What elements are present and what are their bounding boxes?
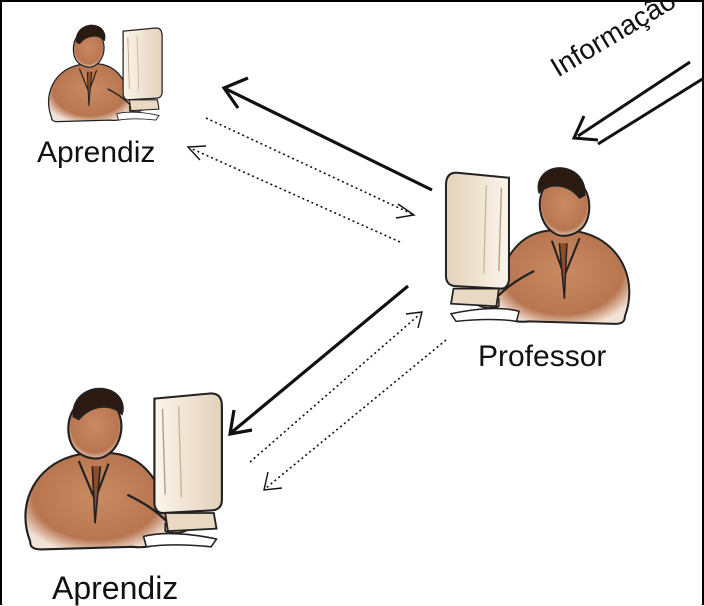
teacher-to-learner-bottom-arrow [230,286,408,434]
teacher-figure-icon [446,168,629,324]
teacher-to-learner-top-arrow [224,78,432,190]
information-input-arrows [574,62,704,144]
learner-bottom-feedback-arrows [250,312,446,490]
learner-bottom-label: Aprendiz [52,572,178,604]
learner-top-label: Aprendiz [37,138,155,168]
learner-bottom-figure-icon [25,389,221,550]
learner-top-figure-icon [49,25,163,122]
learner-top-feedback-arrows [188,118,414,242]
teacher-label: Professor [478,342,606,372]
